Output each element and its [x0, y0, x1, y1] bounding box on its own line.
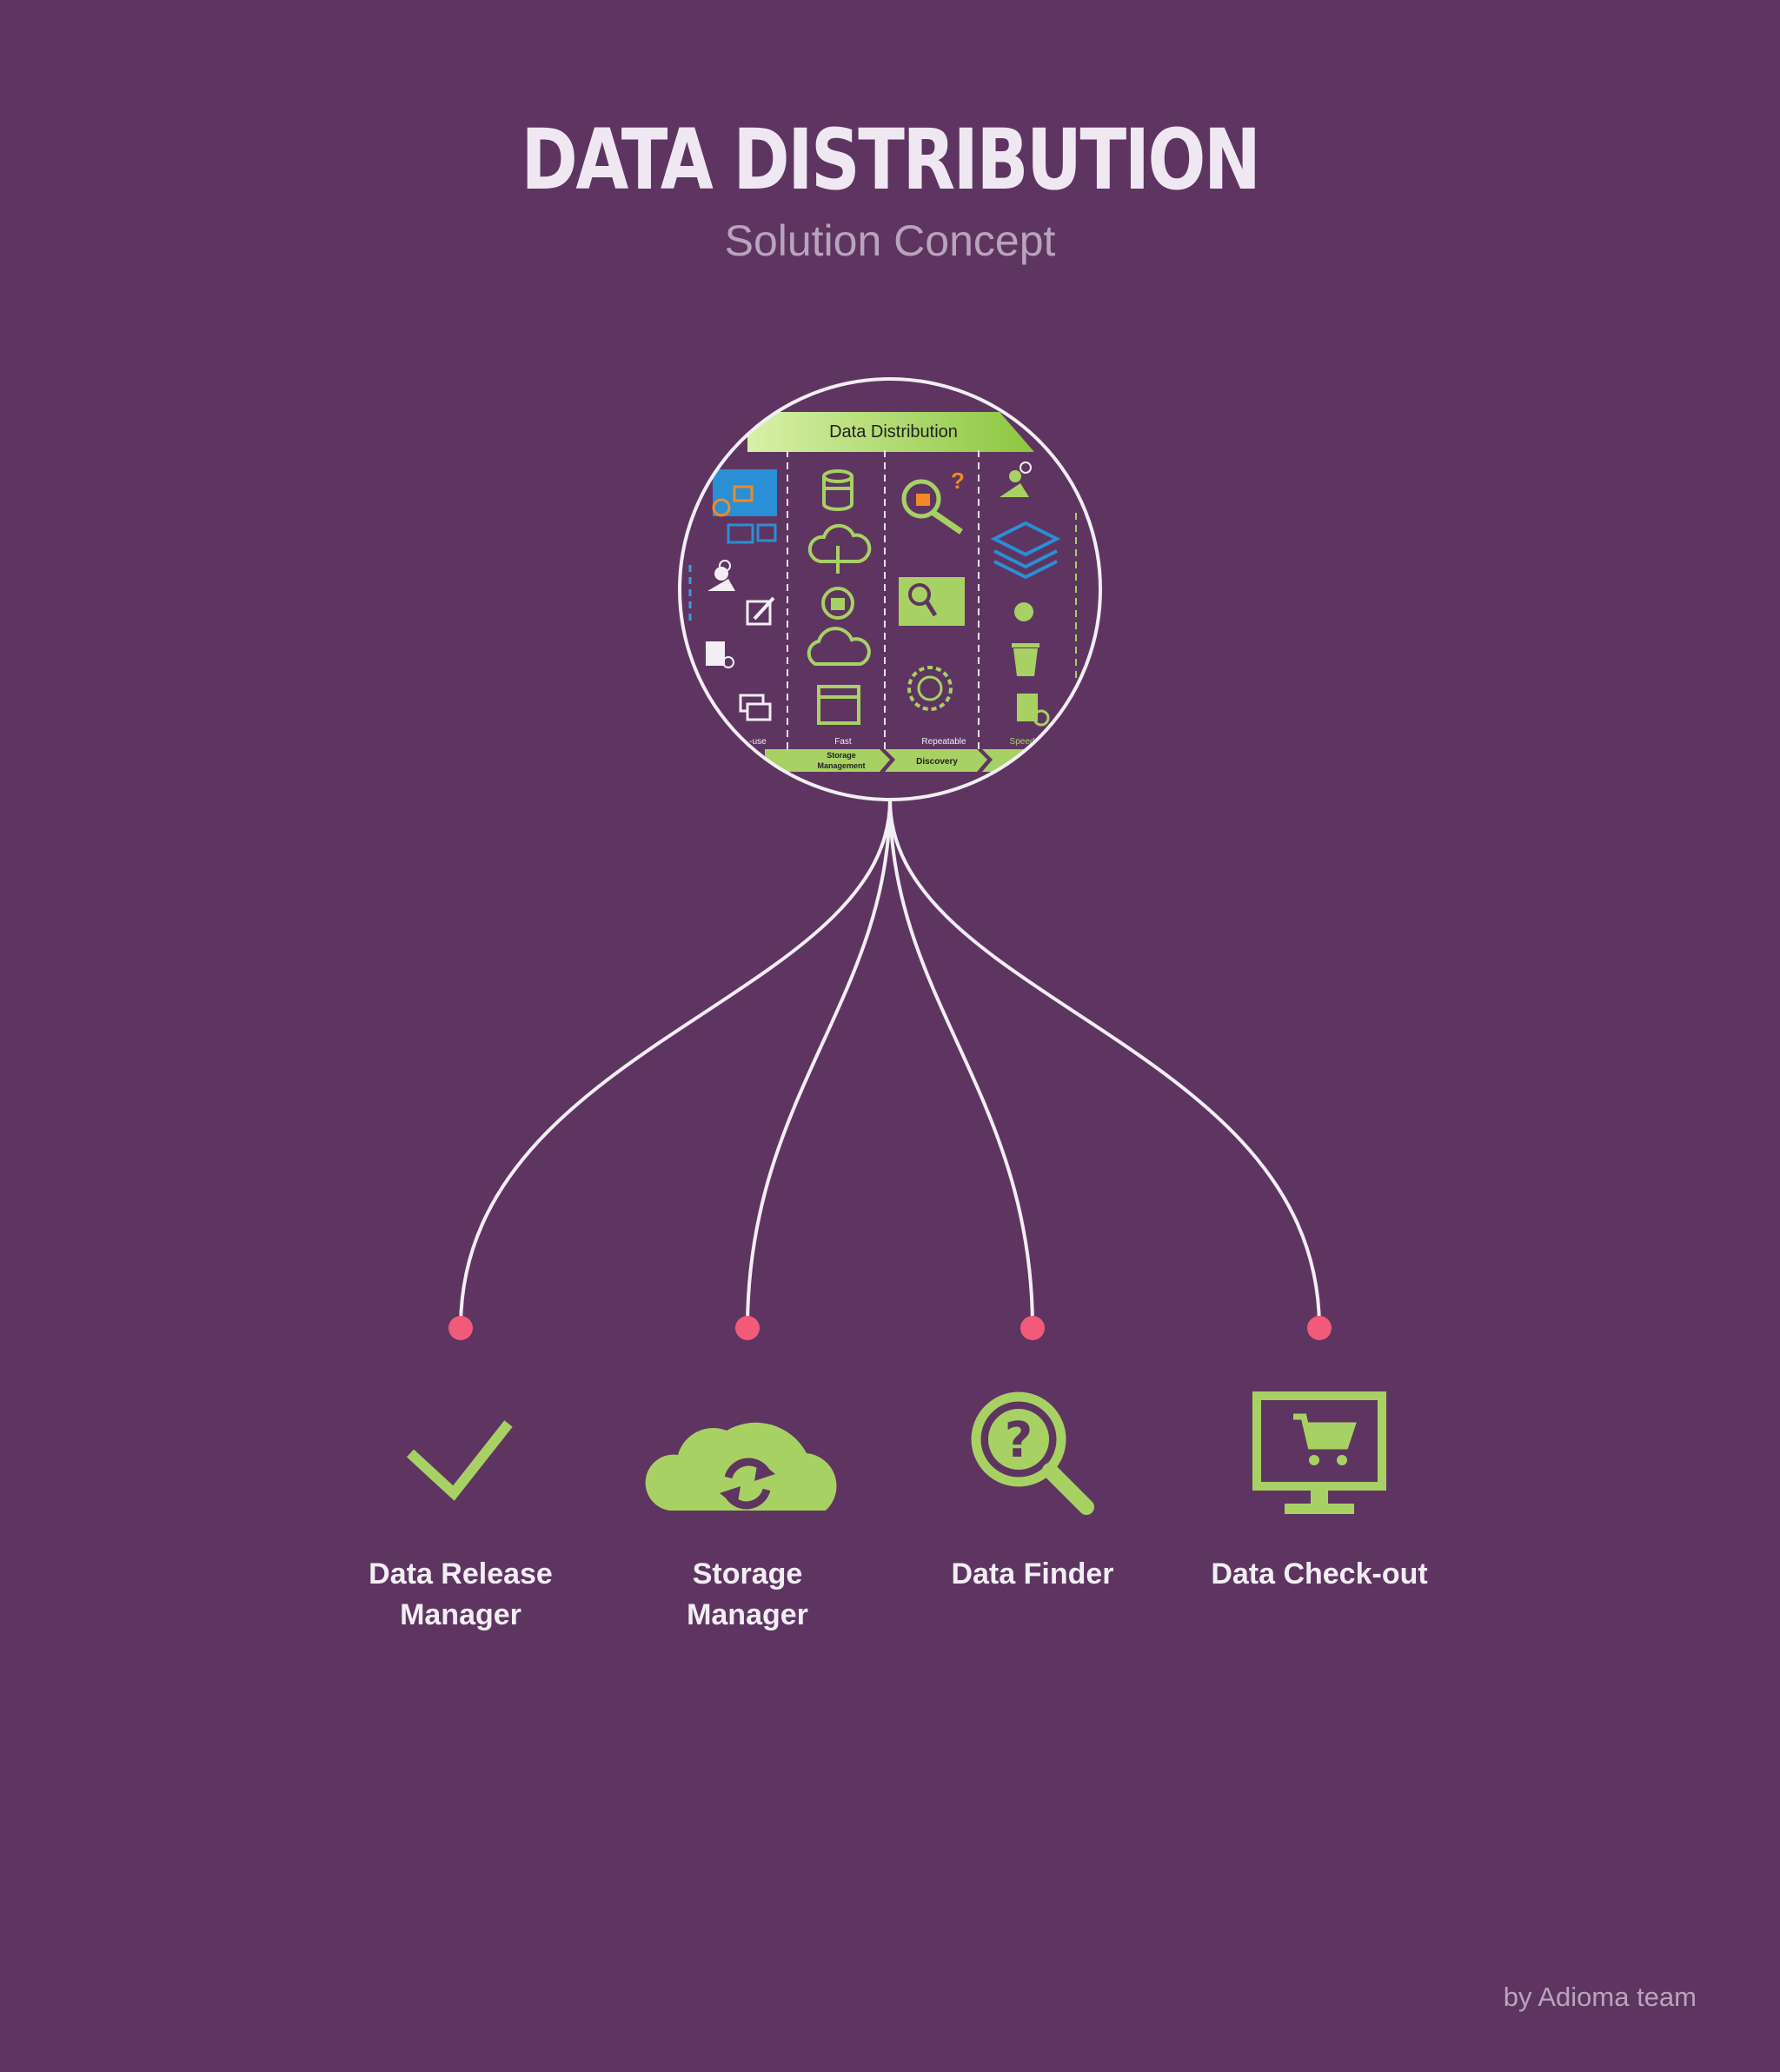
- page-subtitle: Solution Concept: [724, 216, 1056, 265]
- hub-col2-icons: [807, 469, 872, 725]
- svg-text:Management: Management: [817, 761, 865, 770]
- connector-dot-4: [1307, 1316, 1332, 1340]
- connector-dot-1: [448, 1316, 473, 1340]
- component-label-data-finder: Data Finder: [951, 1557, 1114, 1591]
- svg-text:Repeatable: Repeatable: [921, 737, 966, 747]
- connector-dots: [448, 1316, 1332, 1340]
- hub-col3-icons: ? Repeatable: [899, 468, 966, 747]
- cloud-sync-icon: [645, 1422, 837, 1511]
- hub-banner: [747, 412, 1034, 452]
- connectors: [459, 799, 1321, 1329]
- svg-text:?: ?: [1005, 1412, 1033, 1469]
- connector-1: [459, 799, 892, 1329]
- connector-3: [888, 799, 1034, 1329]
- credit-text: by Adioma team: [1503, 1982, 1697, 2012]
- hub-circle: Data Distribution: [678, 377, 1102, 801]
- hub-col1-icons: -use: [706, 469, 777, 747]
- svg-text:Speed: Speed: [1010, 737, 1035, 747]
- svg-text:Discovery: Discovery: [916, 757, 958, 767]
- hub-col4-icons: Speed: [990, 462, 1061, 747]
- hub-banner-text: Data Distribution: [829, 422, 958, 442]
- connector-2: [746, 799, 892, 1329]
- checkmark-icon: [406, 1420, 513, 1501]
- magnifier-question-icon: ?: [971, 1391, 1094, 1515]
- svg-text:?: ?: [951, 468, 965, 494]
- component-label-data-check-out: Data Check-out: [1211, 1557, 1428, 1591]
- hub-footer-band: Storage Management Discovery: [765, 749, 1078, 772]
- connector-dot-2: [735, 1316, 760, 1340]
- connector-dot-3: [1020, 1316, 1045, 1340]
- page-title: DATA DISTRIBUTION: [521, 111, 1261, 209]
- monitor-cart-icon: [1252, 1391, 1386, 1514]
- svg-text:Fast: Fast: [834, 737, 852, 747]
- svg-text:Storage: Storage: [827, 751, 856, 760]
- svg-text:-use: -use: [749, 737, 767, 747]
- connector-4: [888, 799, 1321, 1329]
